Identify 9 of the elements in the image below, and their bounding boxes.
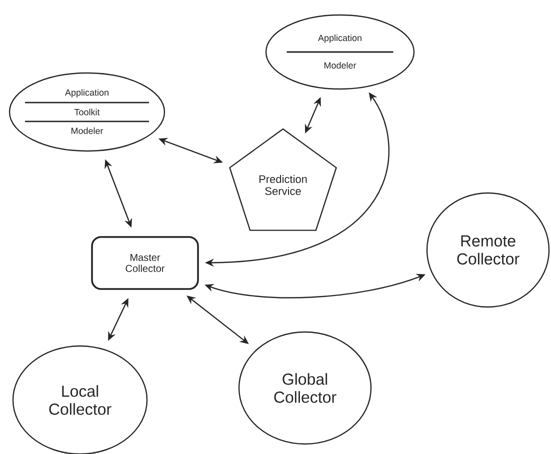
layered-ellipse [265, 14, 415, 90]
rounded-box: Master Collector [91, 236, 199, 290]
layered-ellipse [8, 72, 166, 152]
node-label: Modeler [71, 127, 104, 134]
node-label: Application [318, 34, 362, 43]
node-label: Application [65, 89, 108, 98]
node-label: Toolkit [74, 108, 100, 116]
pentagon-node: Prediction Service [229, 128, 337, 231]
node-label: Modeler [324, 62, 356, 69]
